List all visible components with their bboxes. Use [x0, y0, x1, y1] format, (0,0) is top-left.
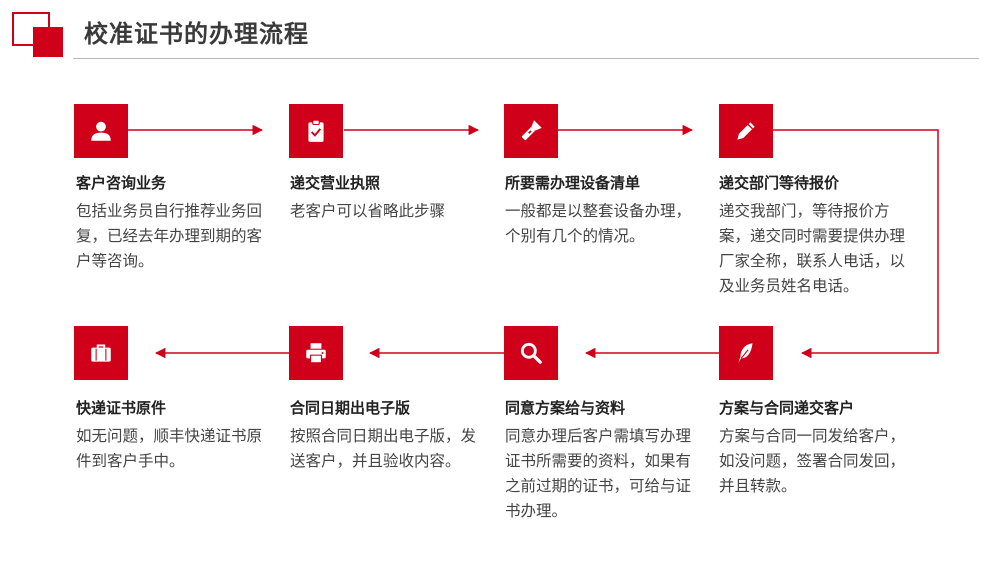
- title-divider: [73, 58, 979, 59]
- printer-icon: [306, 343, 326, 364]
- user-icon: [91, 121, 111, 141]
- clipboard-icon: [308, 119, 324, 142]
- step-2-desc: 老客户可以省略此步骤: [290, 202, 446, 220]
- step-6-icon-box: [504, 326, 558, 380]
- arrow-4-5: [773, 129, 939, 359]
- step-8-desc: 如无问题，顺丰快递证书原件到客户手中。: [76, 427, 263, 470]
- step-3-title: 所要需办理设备清单: [505, 174, 641, 192]
- step-2-icon-box: [289, 104, 343, 158]
- step-5-title: 方案与合同递交客户: [719, 399, 855, 417]
- step-3-icon-box: [504, 104, 558, 158]
- search-icon: [520, 342, 542, 364]
- flashlight-icon: [521, 120, 542, 141]
- step-7-title: 合同日期出电子版: [290, 399, 411, 417]
- step-4-title: 递交部门等待报价: [719, 174, 840, 192]
- briefcase-icon: [91, 344, 111, 362]
- step-5-desc: 方案与合同一同发给客户，如没问题，签署合同发回，并且转款。: [719, 427, 906, 495]
- step-8-icon-box: [74, 326, 128, 380]
- step-1-desc: 包括业务员自行推荐业务回复，已经去年办理到期的客户等咨询。: [76, 202, 263, 270]
- step-5-icon-box: [719, 326, 773, 380]
- step-7-desc: 按照合同日期出电子版，发送客户，并且验收内容。: [290, 427, 477, 470]
- step-1-title: 客户咨询业务: [76, 174, 167, 192]
- feather-icon: [738, 343, 753, 363]
- page-title: 校准证书的办理流程: [84, 20, 309, 48]
- logo-square: [33, 27, 63, 57]
- step-4-desc: 递交我部门，等待报价方案，递交同时需要提供办理厂家全称，联系人电话，以及业务员姓…: [719, 202, 906, 295]
- pencil-icon: [737, 122, 755, 140]
- step-6-title: 同意方案给与资料: [505, 399, 626, 417]
- step-4-icon-box: [719, 104, 773, 158]
- step-6-desc: 同意办理后客户需填写办理证书所需要的资料，如果有之前过期的证书，可给与证书办理。: [505, 427, 692, 520]
- step-8-title: 快递证书原件: [76, 399, 167, 417]
- step-2-title: 递交营业执照: [290, 174, 381, 192]
- step-7-icon-box: [289, 326, 343, 380]
- step-1-icon-box: [74, 104, 128, 158]
- step-3-desc: 一般都是以整套设备办理，个别有几个的情况。: [505, 202, 692, 245]
